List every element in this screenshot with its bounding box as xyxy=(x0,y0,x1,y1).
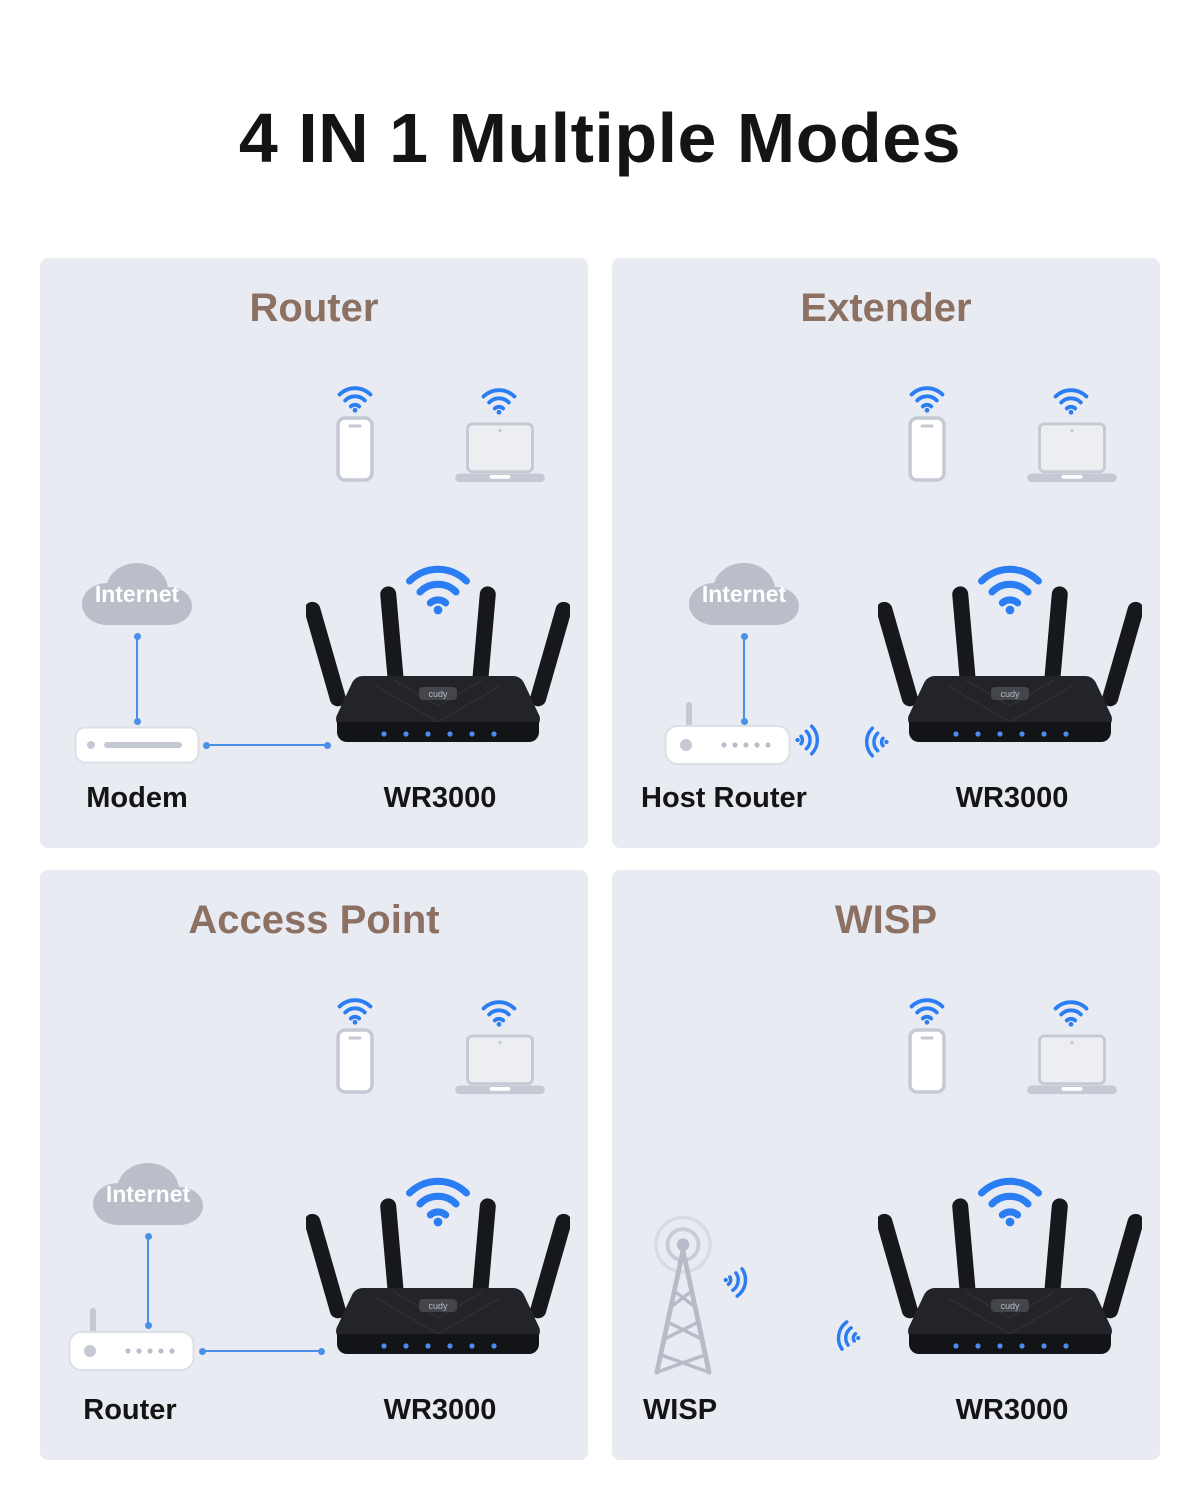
laptop-icon xyxy=(453,422,547,485)
internet-cloud-label: Internet xyxy=(105,1180,191,1207)
wifi-waves-icon xyxy=(795,723,823,757)
phone-icon xyxy=(336,416,374,482)
device-label-wisp: WISP xyxy=(642,1394,718,1426)
product-label: WR3000 xyxy=(955,782,1069,814)
wifi-icon xyxy=(480,384,518,415)
panel-router: Router Internet Modem WR3000 xyxy=(40,258,588,848)
internet-cloud-label: Internet xyxy=(701,580,787,607)
wifi-icon xyxy=(908,382,946,413)
mode-heading-access-point: Access Point xyxy=(188,898,440,942)
phone-icon xyxy=(908,1028,946,1094)
phone-icon xyxy=(908,416,946,482)
connector-line-vertical xyxy=(740,633,748,725)
wifi-icon xyxy=(336,382,374,413)
connector-line-vertical xyxy=(144,1233,152,1329)
laptop-icon xyxy=(453,1034,547,1097)
laptop-icon xyxy=(1025,1034,1119,1097)
wifi-waves-icon xyxy=(720,1263,753,1301)
wifi-icon-large xyxy=(975,558,1045,615)
host-router-icon xyxy=(664,702,791,766)
wifi-icon xyxy=(480,996,518,1027)
laptop-icon xyxy=(1025,422,1119,485)
device-label-router: Router xyxy=(83,1394,177,1426)
panel-wisp: WISP WISP WR3000 xyxy=(612,870,1160,1460)
panel-access-point: Access Point Internet Router WR3000 xyxy=(40,870,588,1460)
mode-heading-extender: Extender xyxy=(800,286,972,330)
wifi-icon xyxy=(1052,996,1090,1027)
page-title: 4 IN 1 Multiple Modes xyxy=(238,99,962,177)
wifi-icon-large xyxy=(403,1170,473,1227)
router-icon xyxy=(68,1308,195,1372)
mode-heading-wisp: WISP xyxy=(834,898,938,942)
wifi-icon-large xyxy=(403,558,473,615)
phone-icon xyxy=(336,1028,374,1094)
wifi-icon xyxy=(336,994,374,1025)
connector-line-horizontal xyxy=(203,741,331,749)
connector-line-vertical xyxy=(133,633,141,725)
wifi-waves-icon xyxy=(830,1317,863,1355)
mode-heading-router: Router xyxy=(249,286,379,330)
device-label-host-router: Host Router xyxy=(641,782,807,814)
product-label: WR3000 xyxy=(955,1394,1069,1426)
product-label: WR3000 xyxy=(383,782,497,814)
internet-cloud-label: Internet xyxy=(94,580,180,607)
wifi-icon xyxy=(1052,384,1090,415)
wifi-icon xyxy=(908,994,946,1025)
connector-line-horizontal xyxy=(199,1347,325,1355)
modem-icon xyxy=(74,726,200,764)
panel-extender: Extender Internet Host Router WR3000 xyxy=(612,258,1160,848)
device-label-modem: Modem xyxy=(86,782,188,814)
wifi-icon-large xyxy=(975,1170,1045,1227)
product-label: WR3000 xyxy=(383,1394,497,1426)
